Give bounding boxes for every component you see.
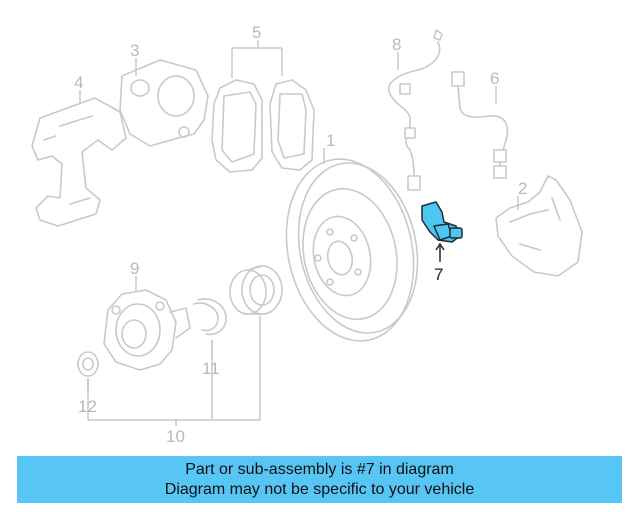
part-wiring-harness (387, 29, 443, 191)
callout-5: 5 (252, 23, 261, 42)
part-brake-pads (211, 79, 315, 173)
callout-6: 6 (490, 69, 499, 88)
callout-10: 10 (166, 427, 185, 446)
part-abs-sensor-highlighted[interactable] (421, 201, 463, 243)
callout-4: 4 (74, 73, 83, 92)
callout-8: 8 (392, 35, 401, 54)
part-wheel-bearing (229, 265, 283, 315)
part-brake-rotor (285, 158, 419, 342)
part-hub-nut (77, 351, 99, 377)
callout-arrow-7 (435, 242, 445, 251)
part-wheel-hub (103, 289, 191, 371)
part-splash-shield (495, 175, 583, 277)
callout-lines (79, 40, 519, 426)
part-sensor-wire (451, 71, 509, 179)
callout-12: 12 (78, 397, 97, 416)
callout-7: 7 (434, 265, 443, 284)
callout-1: 1 (326, 131, 335, 150)
part-info-banner: Part or sub-assembly is #7 in diagram Di… (17, 456, 622, 503)
part-caliper-bracket (31, 97, 127, 227)
parts-diagram: 1 2 3 4 5 6 7 8 9 10 11 12 (31, 23, 583, 446)
caption-line-1: Part or sub-assembly is #7 in diagram (185, 461, 454, 478)
callout-3: 3 (130, 41, 139, 60)
part-snap-ring (193, 298, 227, 336)
part-caliper (119, 59, 209, 147)
callout-9: 9 (130, 259, 139, 278)
callout-2: 2 (518, 179, 527, 198)
callout-11: 11 (202, 359, 220, 378)
caption-line-2: Diagram may not be specific to your vehi… (164, 481, 475, 498)
